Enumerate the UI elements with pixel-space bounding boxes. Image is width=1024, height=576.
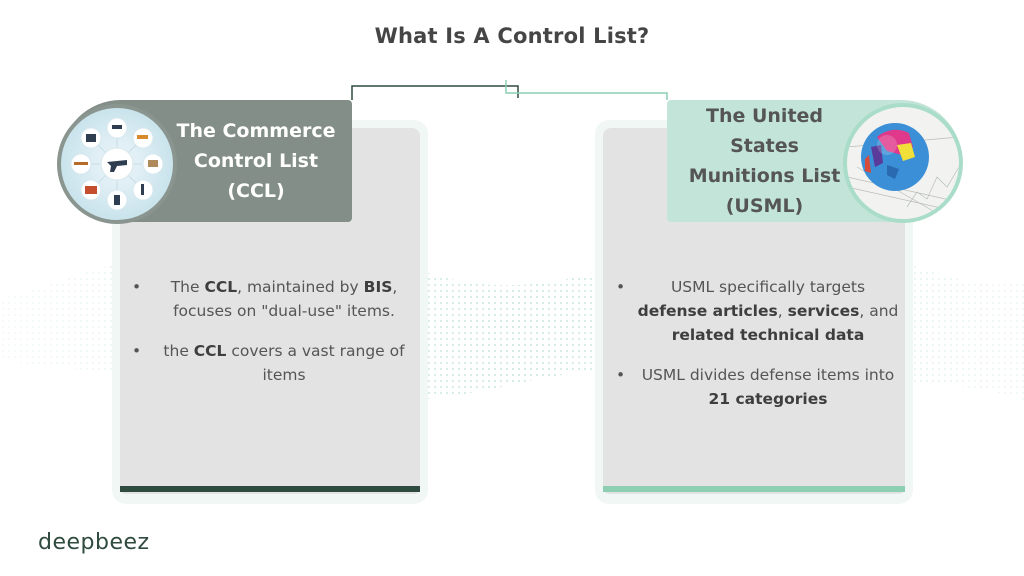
ccl-bullet-2-text: the CCL covers a vast range of items: [163, 342, 404, 384]
text-segment: ,: [777, 302, 788, 320]
usml-bullet-2: • USML divides defense items into 21 cate…: [612, 363, 902, 411]
ccl-connector: [351, 85, 519, 100]
text-segment: the: [163, 342, 194, 360]
ccl-bullet-list: •The CCL, maintained by BIS, focuses on …: [128, 275, 418, 403]
weapons-wheel-icon: [57, 104, 177, 224]
text-segment: , and: [859, 302, 899, 320]
bullet-dot-icon: •: [616, 366, 626, 384]
usml-accent-bar: [603, 486, 905, 492]
globe-icon: [843, 103, 963, 223]
bullet-dot-icon: •: [132, 278, 142, 296]
text-segment: USML divides defense items into: [641, 366, 895, 384]
bold-term: CCL: [204, 278, 238, 296]
text-segment: covers a vast range of items: [226, 342, 405, 384]
text-segment: , focuses on "dual-use" items.: [173, 278, 398, 320]
bullet-dot-icon: •: [132, 342, 142, 360]
usml-connector: [505, 80, 668, 100]
deepbeez-logo: deepbeez: [38, 530, 150, 555]
bold-term: BIS: [363, 278, 393, 296]
bold-term: CCL: [193, 342, 227, 360]
ccl-accent-bar: [120, 486, 420, 492]
usml-bullet-1: • USML specifically targets defense artic…: [612, 275, 902, 347]
page-title: What Is A Control List?: [374, 24, 650, 48]
bold-term: 21 categories: [708, 390, 828, 408]
usml-header-text: The United States Munitions List (USML): [688, 105, 841, 217]
bold-term: defense articles: [637, 302, 778, 320]
text-segment: USML specifically targets: [670, 278, 866, 296]
usml-bullet-list: • USML specifically targets defense artic…: [612, 275, 902, 427]
usml-bullet-2-text: USML divides defense items into 21 categ…: [642, 366, 895, 408]
ccl-bullet-1: • The CCL, maintained by BIS, focuses on …: [128, 275, 418, 323]
usml-bullet-1-text: USML specifically targets defense articl…: [638, 278, 899, 344]
ccl-bullet-1-text: The CCL, maintained by BIS, focuses on "…: [171, 278, 398, 320]
ccl-header-text: The Commerce Control List (CCL): [176, 120, 336, 202]
bold-term: related technical data: [671, 326, 865, 344]
ccl-bullet-2: • the CCL covers a vast range of items: [128, 339, 418, 387]
text-segment: , maintained by: [237, 278, 364, 296]
text-segment: The: [170, 278, 205, 296]
bold-term: services: [787, 302, 860, 320]
bullet-dot-icon: •: [616, 278, 626, 296]
